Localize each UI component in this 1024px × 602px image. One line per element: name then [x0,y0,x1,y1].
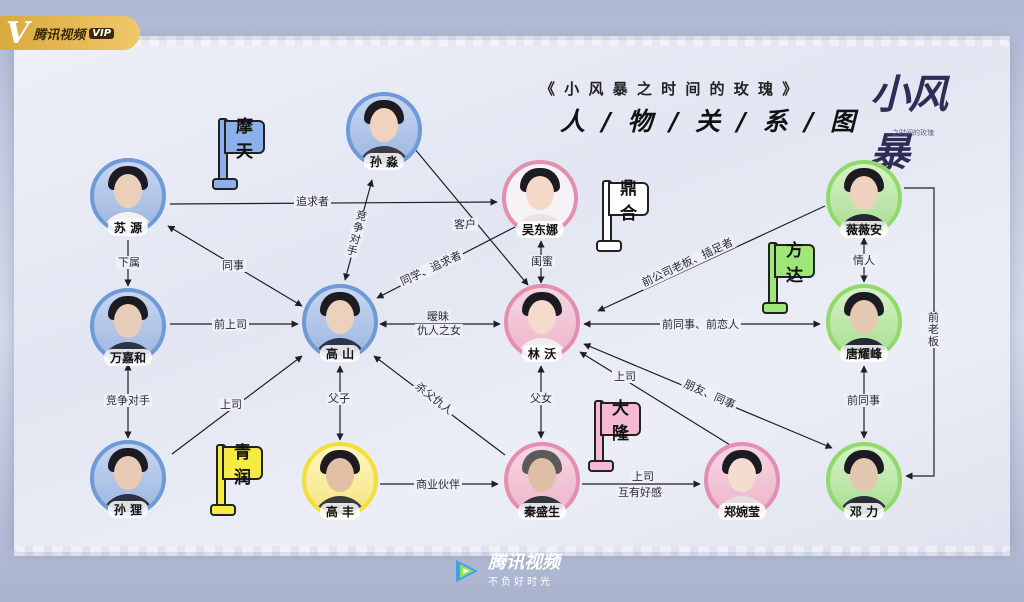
name-wei-weian: 薇薇安 [839,221,889,238]
character-sun-li[interactable]: 孙 狸 [90,440,166,518]
label-su-wu: 追求者 [294,195,331,208]
name-tang-yaofeng: 唐耀峰 [839,345,889,362]
label-zheng-lin: 上司 [612,370,638,383]
brand-letter: V [6,15,30,51]
name-gao-feng: 高 丰 [319,503,361,520]
character-qin-shengsheng[interactable]: 秦盛生 [504,442,580,520]
tencent-video-footer-logo: 腾讯视频 不负好时光 [452,553,560,588]
footer-slogan: 不负好时光 [488,577,553,588]
character-wan-jiahe[interactable]: 万嘉和 [90,288,166,366]
character-gao-shan[interactable]: 高 山 [302,284,378,362]
label-su-gao: 同事 [220,259,246,272]
portrait-gao-shan [306,288,374,356]
character-lin-wo[interactable]: 林 沃 [504,284,580,362]
label-wan-gao: 前上司 [212,318,249,331]
flag-motian-label: 摩天 [224,117,265,162]
label-wei-tang: 情人 [851,254,877,267]
character-wei-weian[interactable]: 薇薇安 [826,160,902,238]
name-wan-jiahe: 万嘉和 [103,349,153,366]
character-tang-yaofeng[interactable]: 唐耀峰 [826,284,902,362]
label-qin-zheng-1: 上司 [630,470,656,483]
portrait-sun-miao [350,96,418,164]
label-sun-gao: 上司 [218,398,244,411]
show-logo: 小风暴 之时间的玫瑰 [870,62,970,176]
character-deng-li[interactable]: 邓 力 [826,442,902,520]
label-gao-lin-1: 暧昧 [425,310,451,323]
character-gao-feng[interactable]: 高 丰 [302,442,378,520]
flag-qingrun-label: 青润 [222,443,263,488]
vip-badge: VIP [89,27,115,39]
name-zheng-wanying: 郑婉莹 [717,503,767,520]
chart-title: 人 / 物 / 关 / 系 / 图 [560,107,860,136]
portrait-qin-shengsheng [508,446,576,514]
label-wei-deng: 前老板 [927,311,940,348]
label-sunmiao-lin: 客户 [452,218,478,231]
name-gao-shan: 高 山 [319,345,361,362]
name-deng-li: 邓 力 [843,503,885,520]
character-sun-miao[interactable]: 孙 淼 [346,92,422,170]
flag-fangda-label: 方达 [774,241,815,286]
portrait-su-yuan [94,162,162,230]
show-logo-text: 小风暴 [870,71,948,176]
show-logo-subtext: 之时间的玫瑰 [892,129,934,137]
name-qin-shengsheng: 秦盛生 [517,503,567,520]
edge-su-wu [169,198,498,206]
brand-name: 腾讯视频 [33,27,86,43]
label-gao-gaofeng: 父子 [326,392,352,405]
flag-dinghe-label: 鼎合 [608,179,649,224]
label-qin-zheng-2: 互有好感 [616,486,664,499]
portrait-lin-wo [508,288,576,356]
flag-dalong-label: 大隆 [600,399,641,444]
tencent-video-vip-logo: V 腾讯视频 VIP [0,15,140,51]
name-sun-li: 孙 狸 [107,501,149,518]
label-gao-lin-2: 仇人之女 [415,324,463,337]
tencent-video-play-icon [452,556,482,586]
label-gaofeng-qin: 商业伙伴 [414,478,462,491]
name-lin-wo: 林 沃 [521,345,563,362]
footer-brand-name: 腾讯视频 [488,552,560,573]
label-lin-qin: 父女 [528,392,554,405]
name-wu-dongna: 吴东娜 [515,221,565,238]
edge-wei-lin [597,205,826,312]
character-su-yuan[interactable]: 苏 源 [90,158,166,236]
label-wan-sun: 竞争对手 [104,394,152,407]
label-su-wan: 下属 [116,256,142,269]
portrait-gao-feng [306,446,374,514]
drama-subtitle: 《 小 风 暴 之 时 间 的 玫 瑰 》 [540,80,800,98]
label-tang-deng: 前同事 [845,394,882,407]
edge-sunmiao-lin [413,147,529,286]
label-lin-tang: 前同事、前恋人 [660,318,741,331]
label-wu-lin: 闺蜜 [529,255,555,268]
name-sun-miao: 孙 淼 [363,153,405,170]
name-su-yuan: 苏 源 [107,219,149,236]
character-zheng-wanying[interactable]: 郑婉莹 [704,442,780,520]
character-wu-dongna[interactable]: 吴东娜 [502,160,578,238]
